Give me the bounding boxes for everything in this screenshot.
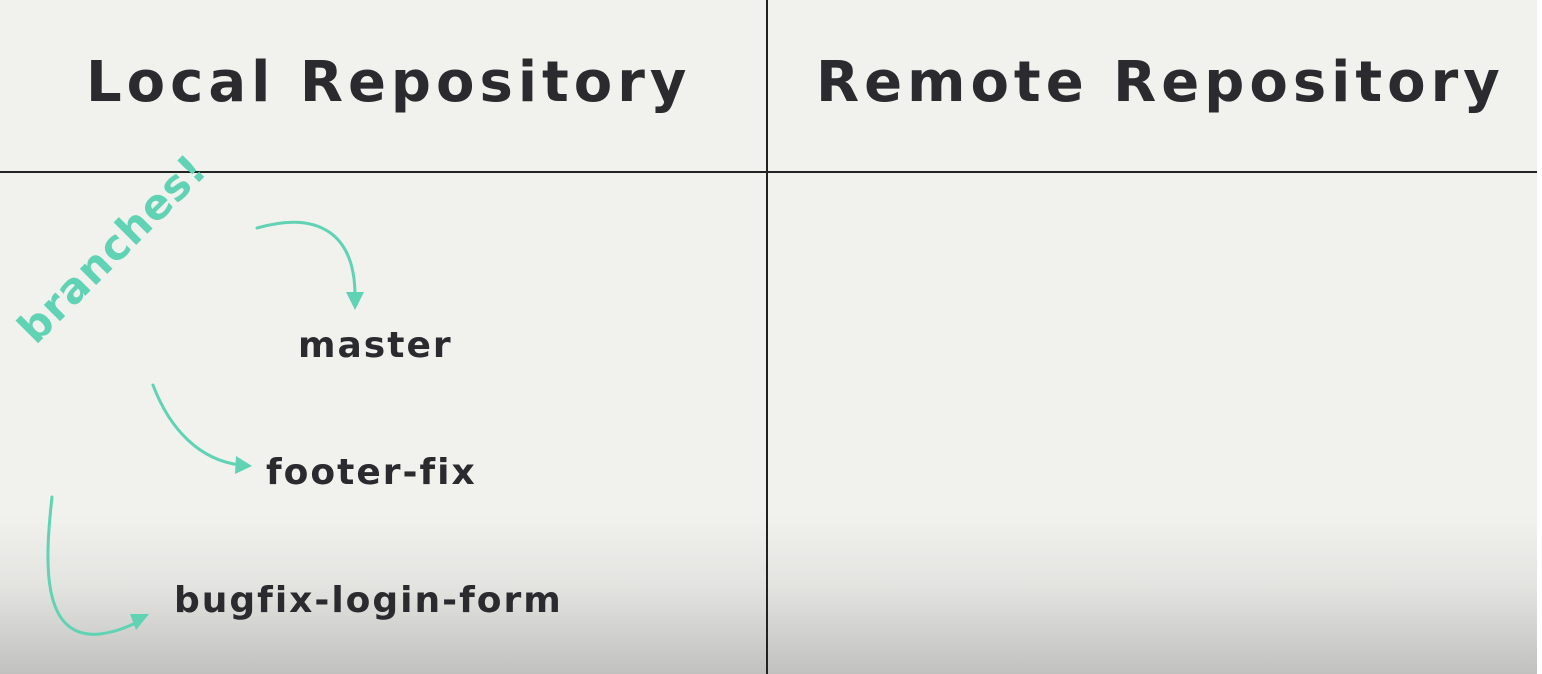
column-divider xyxy=(766,0,768,674)
branch-label-master: master xyxy=(298,325,453,366)
arrowhead-master xyxy=(346,292,364,310)
arrowhead-footer-fix xyxy=(235,456,252,474)
arrowhead-bugfix-login-form xyxy=(130,614,149,630)
header-divider xyxy=(0,171,1537,173)
remote-repository-heading: Remote Repository xyxy=(816,50,1505,115)
local-repository-heading: Local Repository xyxy=(86,50,692,115)
arrow-to-footer-fix xyxy=(151,383,242,467)
right-edge-strip xyxy=(1537,0,1542,674)
branch-label-footer-fix: footer-fix xyxy=(266,452,477,493)
arrow-to-master xyxy=(255,220,357,298)
branch-label-bugfix-login-form: bugfix-login-form xyxy=(174,580,563,621)
arrow-to-bugfix-login-form xyxy=(46,495,140,636)
bottom-shadow xyxy=(0,515,1537,674)
